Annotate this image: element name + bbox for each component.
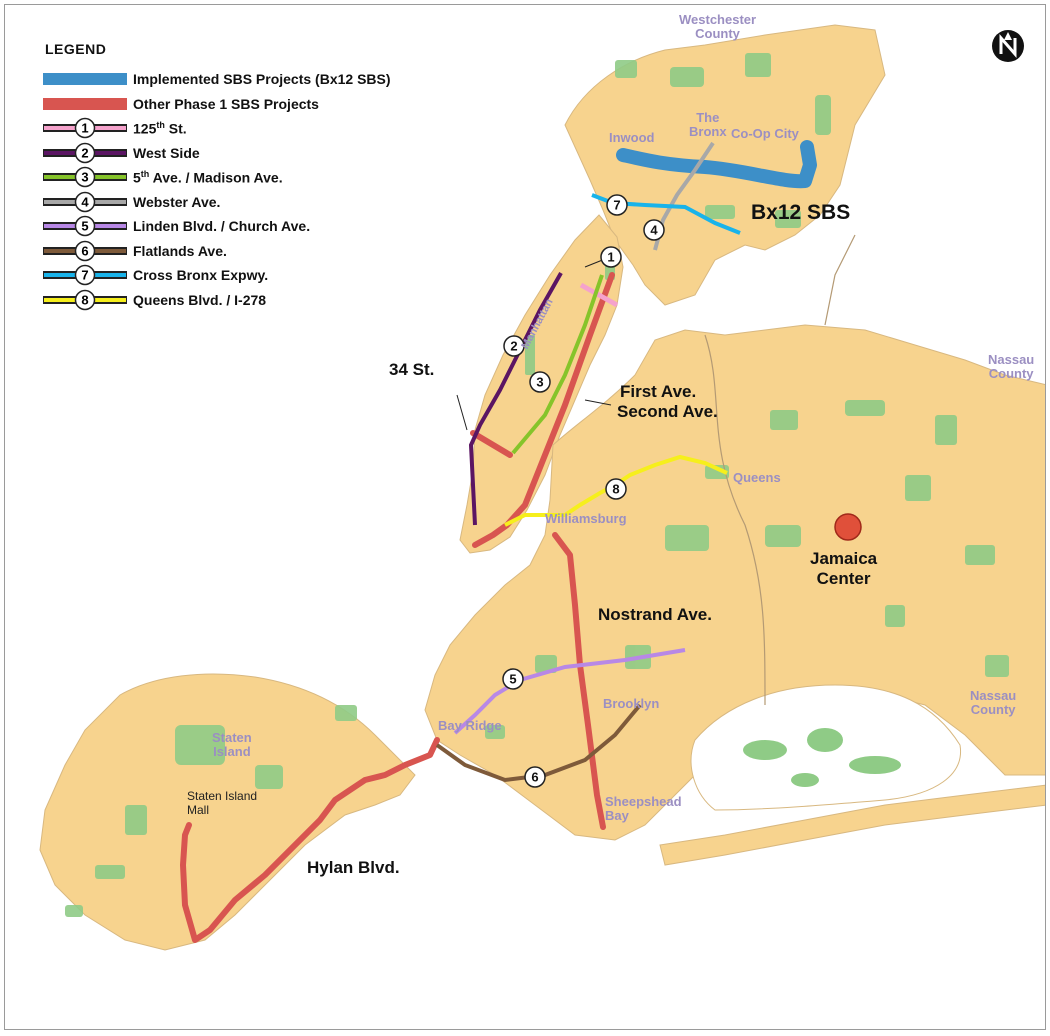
north-arrow-icon xyxy=(992,30,1024,62)
place-nassau-top: Nassau County xyxy=(988,352,1035,381)
label-first-ave: First Ave. xyxy=(620,382,697,401)
label-nostrand-ave: Nostrand Ave. xyxy=(598,605,712,624)
legend-item: 6 Flatlands Ave. xyxy=(41,239,391,264)
route-1-line xyxy=(579,282,619,308)
marker-1: 1 xyxy=(600,246,622,268)
legend-route-number: 2 xyxy=(81,145,88,160)
legend-route-number: 5 xyxy=(81,219,88,234)
marker-4: 4 xyxy=(643,219,665,241)
legend: LEGEND Implemented SBS Projects (Bx12 SB… xyxy=(41,41,391,312)
marker-2: 2 xyxy=(503,335,525,357)
label-34-st: 34 St. xyxy=(389,360,435,379)
legend-route-number: 4 xyxy=(81,194,89,209)
legend-route-number: 6 xyxy=(81,243,88,258)
legend-item-label: Webster Ave. xyxy=(133,193,221,210)
map-route-number: 2 xyxy=(510,339,517,354)
map-route-number: 6 xyxy=(531,770,538,785)
place-nassau-bottom: Nassau County xyxy=(970,688,1017,717)
legend-route-number: 7 xyxy=(81,268,88,283)
legend-band-swatch xyxy=(41,68,129,90)
legend-route-swatch: 7 xyxy=(41,264,129,286)
legend-route-number: 8 xyxy=(81,292,88,307)
label-hylan-blvd: Hylan Blvd. xyxy=(307,858,400,877)
map-route-number: 8 xyxy=(612,482,619,497)
legend-title: LEGEND xyxy=(45,41,107,57)
marker-5: 5 xyxy=(502,668,524,690)
place-sheepshead-bay: Sheepshead Bay xyxy=(605,794,682,823)
marker-7: 7 xyxy=(606,194,628,216)
legend-route-swatch: 1 xyxy=(41,117,129,139)
bay-islands xyxy=(743,728,901,787)
place-williamsburg: Williamsburg xyxy=(545,511,627,526)
map-route-number: 1 xyxy=(607,250,614,265)
parks-layer xyxy=(65,53,1009,917)
legend-item: 1 125th St. xyxy=(41,116,391,141)
legend-item-label: Linden Blvd. / Church Ave. xyxy=(133,218,311,235)
legend-route-swatch: 2 xyxy=(41,142,129,164)
legend-route-swatch: 6 xyxy=(41,240,129,262)
legend-item-label: Other Phase 1 SBS Projects xyxy=(133,95,319,112)
place-bay-ridge: Bay Ridge xyxy=(438,718,502,733)
legend-item: 5 Linden Blvd. / Church Ave. xyxy=(41,214,391,239)
legend-item: 4 Webster Ave. xyxy=(41,190,391,215)
legend-item-label: 5th Ave. / Madison Ave. xyxy=(133,168,283,186)
place-staten-island-mall: Staten Island Mall xyxy=(187,789,258,817)
place-brooklyn: Brooklyn xyxy=(603,696,660,711)
legend-item: 2 West Side xyxy=(41,141,391,166)
legend-item: 8 Queens Blvd. / I-278 xyxy=(41,288,391,313)
route-3-line xyxy=(511,274,604,455)
legend-route-swatch: 4 xyxy=(41,191,129,213)
legend-item: 7 Cross Bronx Expwy. xyxy=(41,263,391,288)
bx12-sbs-route xyxy=(616,140,817,189)
boundaries xyxy=(704,234,856,706)
label-jamaica-center: Jamaica Center xyxy=(810,549,878,588)
place-inwood: Inwood xyxy=(609,130,655,145)
legend-route-swatch: 8 xyxy=(41,289,129,311)
legend-item-label: Queens Blvd. / I-278 xyxy=(133,291,267,308)
label-second-ave: Second Ave. xyxy=(617,402,718,421)
route-2-line xyxy=(468,272,563,526)
jamaica-center-dot xyxy=(834,513,862,541)
map-frame: 1 2 3 4 5 6 7 8 LEGEND Implemented SBS P… xyxy=(4,4,1046,1030)
legend-item-label: 125th St. xyxy=(133,119,187,137)
legend-item-label: Implemented SBS Projects (Bx12 SBS) xyxy=(133,71,391,88)
legend-band-swatch xyxy=(41,93,129,115)
legend-route-number: 3 xyxy=(81,170,88,185)
legend-route-swatch: 3 xyxy=(41,166,129,188)
legend-item-label: West Side xyxy=(133,144,200,161)
route-markers: 1 2 3 4 5 6 7 8 xyxy=(502,194,665,788)
place-westchester: Westchester County xyxy=(679,12,757,41)
queens-brooklyn-landmass xyxy=(424,324,1045,841)
place-staten-island: Staten Island xyxy=(212,730,252,759)
map-route-number: 4 xyxy=(650,223,658,238)
map-route-number: 7 xyxy=(613,198,620,213)
nyc-sbs-map: 1 2 3 4 5 6 7 8 xyxy=(39,24,1045,951)
legend-item: Implemented SBS Projects (Bx12 SBS) xyxy=(41,67,391,92)
legend-item-label: Flatlands Ave. xyxy=(133,242,227,259)
rockaway-landmass xyxy=(659,784,1045,866)
legend-route-swatch: 5 xyxy=(41,215,129,237)
legend-route-number: 1 xyxy=(81,121,88,136)
marker-8: 8 xyxy=(605,478,627,500)
map-route-number: 5 xyxy=(509,672,516,687)
legend-item-label: Cross Bronx Expwy. xyxy=(133,267,269,284)
marker-3: 3 xyxy=(529,371,551,393)
place-the-bronx: The Bronx xyxy=(689,110,727,139)
place-co-op-city: Co-Op City xyxy=(731,126,799,141)
map-route-number: 3 xyxy=(536,375,543,390)
legend-item: 3 5th Ave. / Madison Ave. xyxy=(41,165,391,190)
place-queens: Queens xyxy=(733,470,781,485)
marker-6: 6 xyxy=(524,766,546,788)
legend-rows: Implemented SBS Projects (Bx12 SBS) Other… xyxy=(41,67,391,312)
legend-item: Other Phase 1 SBS Projects xyxy=(41,92,391,117)
bx12-sbs-label: Bx12 SBS xyxy=(751,201,851,224)
